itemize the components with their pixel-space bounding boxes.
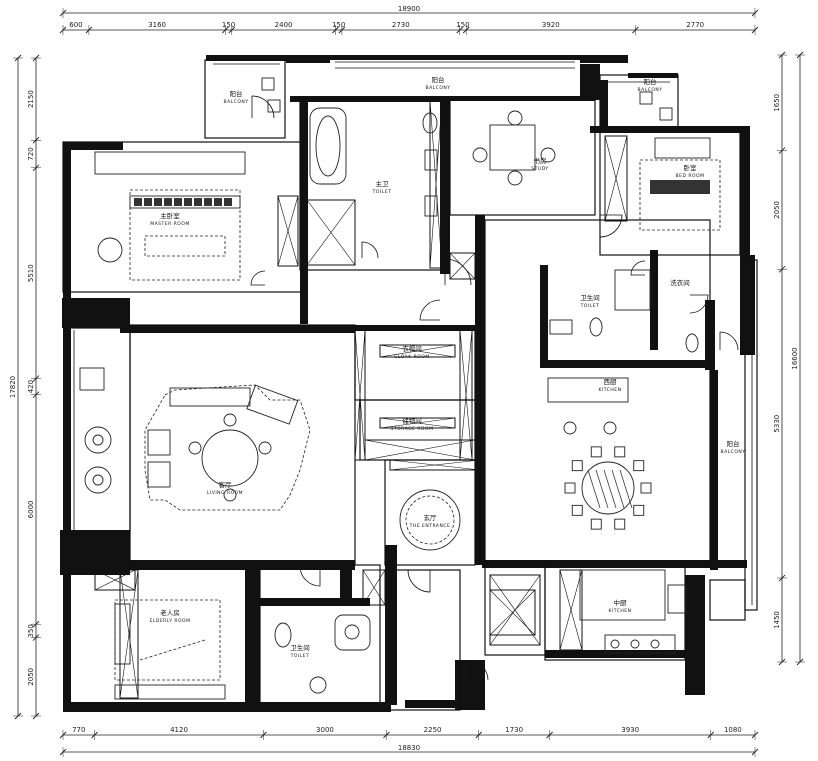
room-name-english: KITCHEN — [599, 387, 622, 393]
room-name: 书房 — [534, 156, 547, 165]
room-name: 客厅 — [219, 480, 233, 489]
room-name-english: BALCONY — [721, 449, 746, 455]
room-name-english: LIVING ROOM — [207, 490, 243, 496]
room-name: 主卧室 — [160, 211, 180, 220]
room-name: 西厨 — [604, 378, 618, 386]
dimension-label: 2770 — [686, 21, 704, 29]
dimension-label: 2050 — [27, 668, 35, 686]
dimension-label: 3000 — [316, 726, 334, 734]
dimension-chain-bottom: 770 4120 3000 2250 1730 3930 1080 18830 — [59, 726, 759, 757]
room-name: 阳台 — [432, 75, 445, 84]
room-name-english: ELDERLY ROOM — [150, 618, 191, 624]
room-name-english: STUDY — [531, 166, 548, 172]
dimension-label: 1080 — [724, 726, 742, 734]
room-name-english: MASTER ROOM — [150, 221, 190, 227]
room-name-english: THE ENTRANCE — [409, 523, 451, 529]
dimension-label: 3930 — [621, 726, 639, 734]
room-name: 卫生间 — [580, 293, 600, 302]
dimension-label: 5330 — [773, 415, 781, 433]
room-name-english: BALCONY — [638, 87, 663, 93]
dimension-label: 5510 — [27, 264, 35, 282]
room-name: 老人房 — [160, 608, 180, 617]
room-labels: 阳台BALCONY阳台BALCONY阳台BALCONY主卫TOILET主卧室MA… — [150, 75, 746, 659]
room-name: 阳台 — [644, 77, 657, 86]
room-name: 中厨 — [614, 598, 628, 607]
dimension-total-label: 18830 — [398, 744, 420, 752]
room-name: 主卫 — [376, 179, 390, 188]
dimension-label: 2050 — [773, 201, 781, 219]
room-name-english: STORAGE ROOM — [391, 426, 434, 432]
dimension-total-label: 18900 — [398, 5, 420, 13]
room-name-english: TOILET — [372, 189, 392, 195]
dimension-label: 150 — [332, 21, 345, 29]
walls — [60, 55, 758, 712]
room-name-english: KITCHEN — [609, 608, 632, 614]
room-name: 玄厅 — [424, 513, 438, 522]
furniture — [79, 77, 721, 700]
dimension-label: 6000 — [27, 501, 35, 519]
dimension-label: 1650 — [773, 94, 781, 112]
dimension-chain-right: 1650 2050 5330 1450 16600 — [773, 51, 805, 666]
room-name-english: BALCONY — [426, 85, 451, 91]
room-name-english: TOILET — [580, 303, 600, 309]
dimension-label: 350 — [27, 624, 35, 637]
dimension-label: 1450 — [773, 611, 781, 629]
dimension-label: 720 — [27, 147, 35, 160]
room-label-laundry: 洗衣间 — [670, 278, 690, 287]
room-name-english: TOILET — [290, 653, 310, 659]
room-name: 卫生间 — [290, 643, 310, 652]
dimension-label: 4120 — [170, 726, 188, 734]
dimension-lines: 600 3160 150 2400 150 2730 150 3920 2770 18900 770… — [9, 5, 805, 757]
room-name: 储物间 — [402, 416, 422, 425]
dimension-label: 150 — [456, 21, 469, 29]
dimension-label: 3160 — [148, 21, 166, 29]
dimension-chain-top: 600 3160 150 2400 150 2730 150 3920 2770 18900 — [59, 5, 759, 35]
room-name-english: BALCONY — [224, 99, 249, 105]
room-name-english: BED ROOM — [676, 173, 705, 179]
dimension-label: 770 — [72, 726, 85, 734]
dimension-total-label: 17820 — [9, 376, 17, 398]
room-name: 衣帽间 — [402, 344, 422, 353]
dimension-label: 3920 — [542, 21, 560, 29]
dimension-label: 2250 — [424, 726, 442, 734]
room-name: 阳台 — [727, 439, 740, 448]
room-name: 阳台 — [230, 89, 243, 98]
dimension-chain-left: 2150 720 5510 420 6000 350 2050 17820 — [9, 54, 41, 720]
dimension-label: 2730 — [392, 21, 410, 29]
dimension-label: 150 — [222, 21, 235, 29]
dimension-label: 2150 — [27, 90, 35, 108]
room-name-english: CLOAK ROOM — [394, 354, 430, 360]
dimension-label: 600 — [69, 21, 82, 29]
room-name: 卧室 — [684, 163, 698, 172]
dimension-total-label: 16600 — [791, 347, 799, 369]
room-name: 洗衣间 — [670, 278, 690, 287]
dimension-label: 420 — [27, 380, 35, 393]
dimension-label: 2400 — [275, 21, 293, 29]
dimension-label: 1730 — [505, 726, 523, 734]
